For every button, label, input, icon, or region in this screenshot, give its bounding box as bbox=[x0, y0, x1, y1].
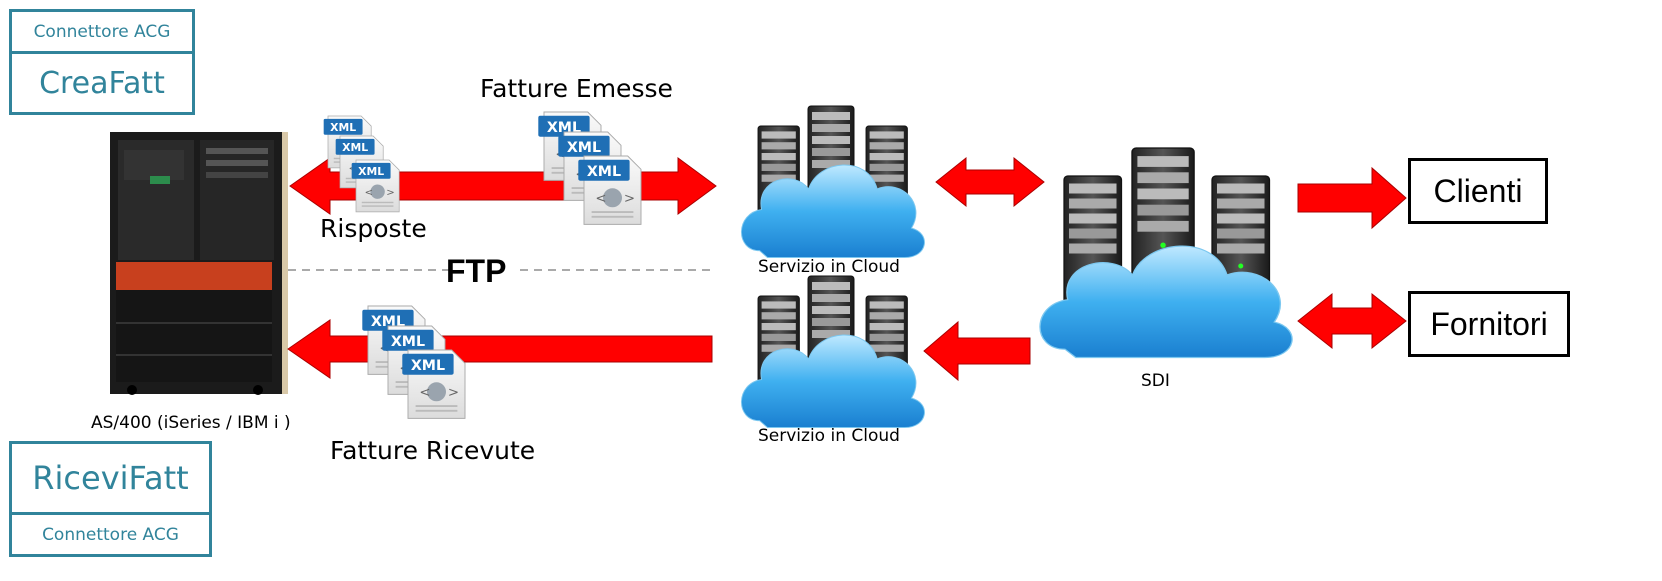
top-connector-box: Connettore ACG bbox=[9, 9, 195, 54]
cloud-service-top bbox=[740, 105, 925, 258]
creafatt-label: CreaFatt bbox=[39, 65, 165, 101]
cloud-bottom-label: Servizio in Cloud bbox=[758, 426, 900, 446]
arrow-sdi-cloud-bottom bbox=[923, 320, 1031, 382]
clienti-label: Clienti bbox=[1433, 172, 1523, 209]
xml-docs-fatture-ricevute bbox=[361, 305, 466, 419]
cloud-top-label: Servizio in Cloud bbox=[758, 257, 900, 277]
creafatt-box: CreaFatt bbox=[9, 51, 195, 115]
xml-docs-fatture-emesse bbox=[537, 111, 642, 225]
fornitori-box: Fornitori bbox=[1408, 291, 1570, 357]
fornitori-label: Fornitori bbox=[1430, 305, 1548, 342]
ftp-label: FTP bbox=[446, 253, 507, 289]
arrow-cloud-sdi-double bbox=[935, 156, 1045, 208]
clienti-box: Clienti bbox=[1408, 158, 1548, 224]
arrow-fatture-ricevute bbox=[287, 319, 713, 379]
sdi-label: SDI bbox=[1141, 371, 1170, 391]
top-connector-label: Connettore ACG bbox=[33, 21, 171, 42]
ricevifatt-label: RiceviFatt bbox=[32, 459, 189, 497]
as400-server-image bbox=[110, 132, 288, 395]
bottom-connector-label: Connettore ACG bbox=[42, 524, 179, 545]
sdi-cloud bbox=[1039, 147, 1293, 359]
risposte-label: Risposte bbox=[320, 214, 427, 243]
arrow-sdi-fornitori bbox=[1297, 292, 1407, 350]
as400-label: AS/400 (iSeries / IBM i ) bbox=[91, 413, 291, 433]
arrow-sdi-clienti bbox=[1297, 166, 1407, 230]
cloud-service-bottom bbox=[740, 275, 925, 428]
fatture-ricevute-label: Fatture Ricevute bbox=[330, 436, 536, 465]
bottom-connector-box: Connettore ACG bbox=[9, 512, 212, 557]
ricevifatt-box: RiceviFatt bbox=[9, 441, 212, 515]
fatture-emesse-label: Fatture Emesse bbox=[480, 74, 673, 103]
